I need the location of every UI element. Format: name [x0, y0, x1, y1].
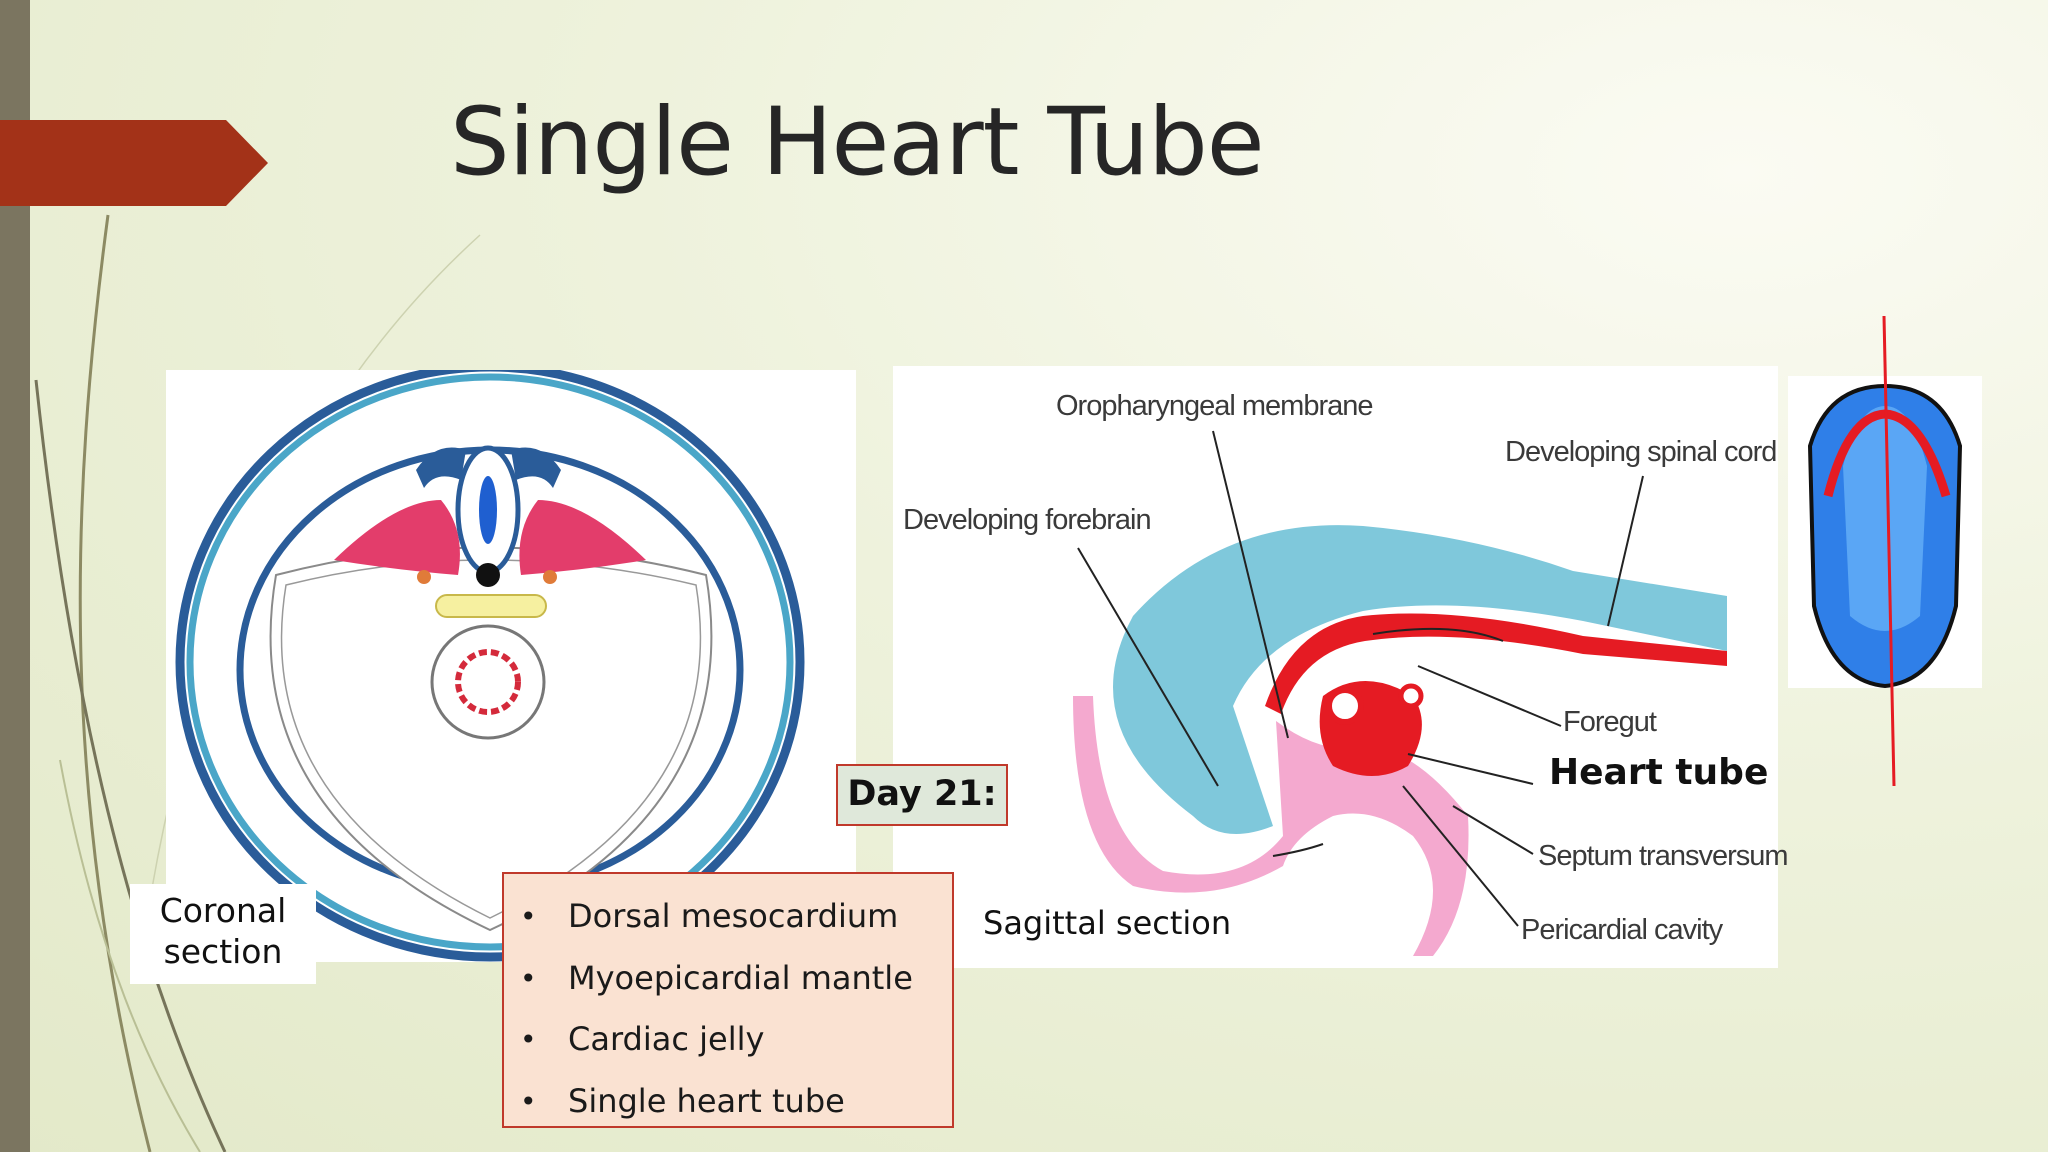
slide-title: Single Heart Tube — [450, 88, 1265, 197]
bullet-list: Dorsal mesocardium Myoepicardial mantle … — [502, 872, 954, 1132]
label-developing-forebrain: Developing forebrain — [903, 504, 1152, 536]
embryo-orientation-image — [1788, 376, 1982, 689]
label-pericardial-cavity: Pericardial cavity — [1521, 914, 1723, 946]
list-item: Cardiac jelly — [504, 1009, 952, 1071]
list-item: Single heart tube — [504, 1071, 952, 1133]
label-developing-spinal-cord: Developing spinal cord — [1505, 436, 1777, 468]
label-septum-transversum: Septum transversum — [1538, 840, 1789, 872]
label-foregut: Foregut — [1563, 706, 1657, 738]
coronal-section-caption: Coronal section — [130, 884, 316, 984]
label-oropharyngeal-membrane: Oropharyngeal membrane — [1056, 390, 1374, 422]
list-item: Dorsal mesocardium — [504, 886, 952, 948]
coronal-section-image — [166, 362, 856, 962]
sagittal-section-caption: Sagittal section — [983, 904, 1232, 942]
title-arrow-tab — [0, 120, 268, 206]
section-plane-line — [1882, 316, 1896, 787]
day-label: Day 21: — [836, 764, 1008, 826]
list-item: Myoepicardial mantle — [504, 948, 952, 1010]
sagittal-section-image: Oropharyngeal membrane Developing spinal… — [893, 366, 1789, 968]
label-heart-tube: Heart tube — [1549, 752, 1769, 793]
